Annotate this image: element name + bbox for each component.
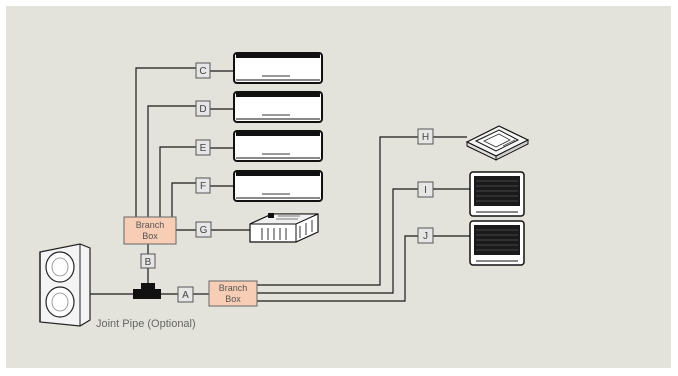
piping	[90, 67, 470, 302]
pipe-h	[257, 136, 418, 286]
pipe-label-e: E	[195, 139, 211, 156]
branch-box-right-line1: Branch	[219, 283, 248, 293]
pipe-label-j: J	[417, 227, 434, 244]
diagram-background	[6, 6, 671, 368]
pipe-label-c-text: C	[199, 66, 206, 77]
pipe-label-i: I	[417, 181, 434, 198]
pipe-label-c: C	[195, 62, 211, 79]
pipe-i	[257, 188, 418, 294]
pipe-label-b-text: B	[145, 257, 152, 268]
floor-console-unit-i-icon	[469, 171, 525, 217]
pipe-label-b: B	[140, 253, 156, 269]
branch-box-left-line2: Box	[142, 231, 158, 241]
branch-box-right: Branch Box	[208, 280, 258, 307]
floor-console-unit-j-icon	[469, 220, 525, 266]
branch-box-left-line1: Branch	[136, 220, 165, 230]
pipe-label-a: A	[177, 286, 194, 303]
wall-unit-f-icon	[233, 170, 323, 202]
pipe-d	[147, 105, 196, 218]
pipe-label-f: F	[195, 177, 211, 194]
pipe-label-g-text: G	[200, 225, 208, 236]
pipe-j	[257, 235, 418, 302]
pipe-label-g: G	[195, 221, 212, 238]
pipe-label-d-text: D	[199, 104, 206, 115]
wall-unit-c-icon	[233, 52, 323, 84]
cassette-unit-icon	[465, 125, 530, 161]
ducted-unit-icon	[249, 213, 319, 243]
wall-unit-e-icon	[233, 130, 323, 162]
branch-box-right-line2: Box	[225, 294, 241, 304]
pipe-label-h-text: H	[422, 132, 429, 143]
joint-pipe-icon	[133, 283, 161, 299]
outdoor-unit-icon	[39, 243, 91, 327]
joint-pipe-caption: Joint Pipe (Optional)	[96, 318, 196, 330]
pipe-label-e-text: E	[200, 143, 207, 154]
pipe-label-j-text: J	[423, 231, 428, 242]
pipe-e	[159, 146, 196, 218]
pipe-label-d: D	[195, 100, 211, 117]
pipe-c	[135, 67, 196, 218]
pipe-label-f-text: F	[200, 181, 206, 192]
branch-box-left: Branch Box	[123, 216, 177, 245]
pipe-label-h: H	[417, 128, 434, 145]
wall-unit-d-icon	[233, 91, 323, 123]
pipe-label-i-text: I	[424, 185, 427, 196]
pipe-label-a-text: A	[182, 290, 189, 301]
pipe-f	[171, 182, 196, 218]
